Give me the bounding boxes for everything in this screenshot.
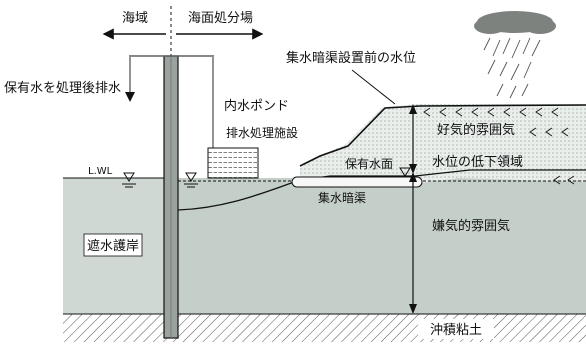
aerobic-label: 好気的雰囲気 bbox=[437, 122, 515, 138]
water-level-triangle-icon bbox=[122, 172, 136, 188]
original-water-level-line bbox=[299, 104, 586, 167]
retained-water-surface-label: 保有水面 bbox=[345, 157, 393, 171]
alluvial-clay-layer bbox=[63, 314, 586, 342]
air-inflow-arrows bbox=[423, 107, 575, 185]
seawall-label: 遮水護岸 bbox=[87, 238, 139, 254]
lwl-label: L.WL bbox=[88, 166, 113, 177]
water-level-triangle-icon bbox=[184, 172, 198, 188]
sea-side-label: 海域 bbox=[122, 11, 148, 26]
clay-label: 沖積粘土 bbox=[430, 323, 482, 338]
discharge-arrow-icon bbox=[125, 92, 135, 102]
treatment-facility-label: 排水処理施設 bbox=[226, 125, 298, 140]
discharge-label: 保有水を処理後排水 bbox=[4, 81, 121, 96]
seawall-label-box bbox=[83, 233, 143, 257]
retained-water-surface-line bbox=[177, 169, 586, 211]
water-level-before-label: 集水暗渠設置前の水位 bbox=[286, 50, 416, 66]
lowered-zone-label: 水位の低下領域 bbox=[432, 154, 523, 170]
anaerobic-waste-layer bbox=[178, 178, 586, 314]
treatment-facility-box bbox=[207, 147, 259, 179]
water-level-triangle-icon bbox=[399, 167, 411, 177]
inner-pond-label: 内水ポンド bbox=[224, 98, 289, 114]
anaerobic-label: 嫌気的雰囲気 bbox=[432, 218, 510, 234]
rain-cloud-icon bbox=[474, 11, 556, 99]
aerobic-waste-layer bbox=[300, 104, 586, 184]
landfill-side-label: 海面処分場 bbox=[188, 11, 253, 26]
clay-label-box bbox=[418, 319, 494, 339]
drain-pipe bbox=[291, 176, 423, 188]
drain-label: 集水暗渠 bbox=[318, 190, 366, 205]
